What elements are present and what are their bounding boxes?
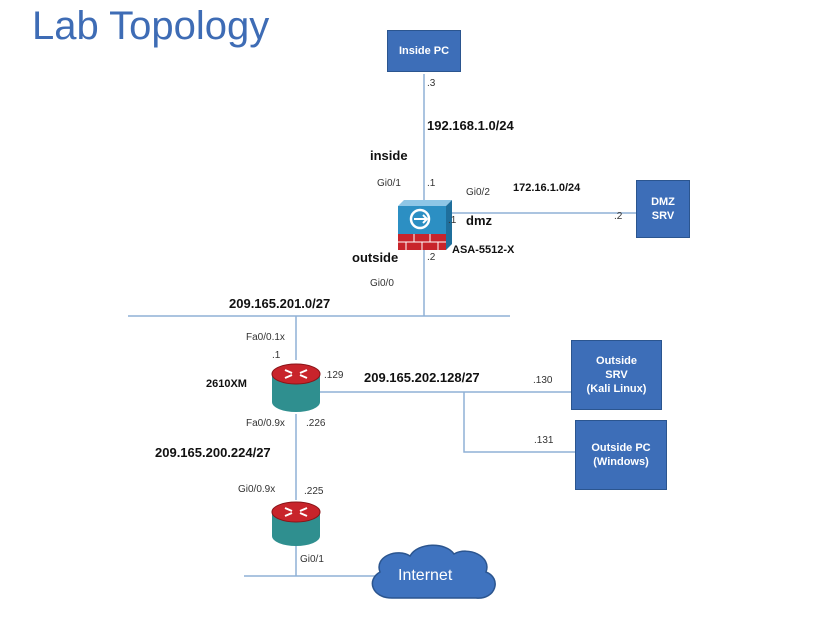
outside-srv-label-line3: (Kali Linux) (586, 383, 647, 395)
dmz-srv-label-line1: DMZ (651, 196, 675, 208)
inside-pc-label: Inside PC (398, 45, 450, 57)
dmz-interface-name: dmz (466, 213, 492, 228)
network-inside: 192.168.1.0/24 (427, 118, 514, 133)
network-outside: 209.165.201.0/27 (229, 296, 331, 311)
inside-interface-name: inside (370, 148, 408, 163)
page-title: Lab Topology (32, 4, 270, 48)
inside-pc-host-label: .3 (427, 78, 436, 89)
r1-226-label: .226 (306, 418, 326, 429)
asa-gi01-label: Gi0/1 (377, 178, 401, 189)
internet-label: Internet (398, 567, 453, 584)
asa-gi00-host-label: .2 (427, 252, 436, 263)
dmz-srv-box[interactable]: DMZ SRV (636, 180, 690, 238)
outside-srv-label-line2: SRV (605, 369, 628, 381)
dmz-srv-host-label: .2 (614, 211, 623, 222)
outside-srv-label-line1: Outside (596, 355, 637, 367)
asa-gi02-label: Gi0/2 (466, 187, 490, 198)
dmz-srv-label-line2: SRV (651, 210, 675, 222)
router-edge-icon[interactable] (271, 501, 321, 546)
internet-cloud-icon[interactable] (371, 544, 496, 599)
r1-fa01-host-label: .1 (272, 350, 281, 361)
r2-gi09-label: Gi0/0.9x (238, 484, 276, 495)
r2-gi01-label: Gi0/1 (300, 554, 324, 565)
r2-225-label: .225 (304, 486, 324, 497)
links (128, 74, 636, 577)
outside-srv-host-label: .130 (533, 375, 553, 386)
outside-pc-box[interactable]: Outside PC (Windows) (575, 420, 667, 490)
outside-interface-name: outside (352, 250, 399, 265)
network-transit: 209.165.200.224/27 (155, 445, 271, 460)
outside-pc-host-label: .131 (534, 435, 554, 446)
r1-129-label: .129 (324, 370, 344, 381)
network-outside-servers: 209.165.202.128/27 (364, 370, 480, 385)
router-2610xm-icon[interactable] (271, 363, 321, 412)
router1-model-label: 2610XM (206, 378, 247, 390)
outside-pc-label-line2: (Windows) (593, 456, 649, 468)
r1-fa09-label: Fa0/0.9x (246, 418, 285, 429)
outside-srv-box[interactable]: Outside SRV (Kali Linux) (571, 340, 662, 410)
r1-fa01-label: Fa0/0.1x (246, 332, 285, 343)
asa-firewall-icon[interactable] (398, 200, 452, 250)
outside-pc-label-line1: Outside PC (591, 442, 651, 454)
asa-gi01-host-label: .1 (427, 178, 436, 189)
asa-gi02-host-label: .1 (448, 215, 457, 226)
asa-gi00-label: Gi0/0 (370, 278, 394, 289)
network-dmz: 172.16.1.0/24 (513, 182, 581, 194)
inside-pc-box[interactable]: Inside PC (387, 30, 461, 72)
link-outside-pc (463, 392, 575, 453)
asa-model-label: ASA-5512-X (452, 244, 515, 256)
